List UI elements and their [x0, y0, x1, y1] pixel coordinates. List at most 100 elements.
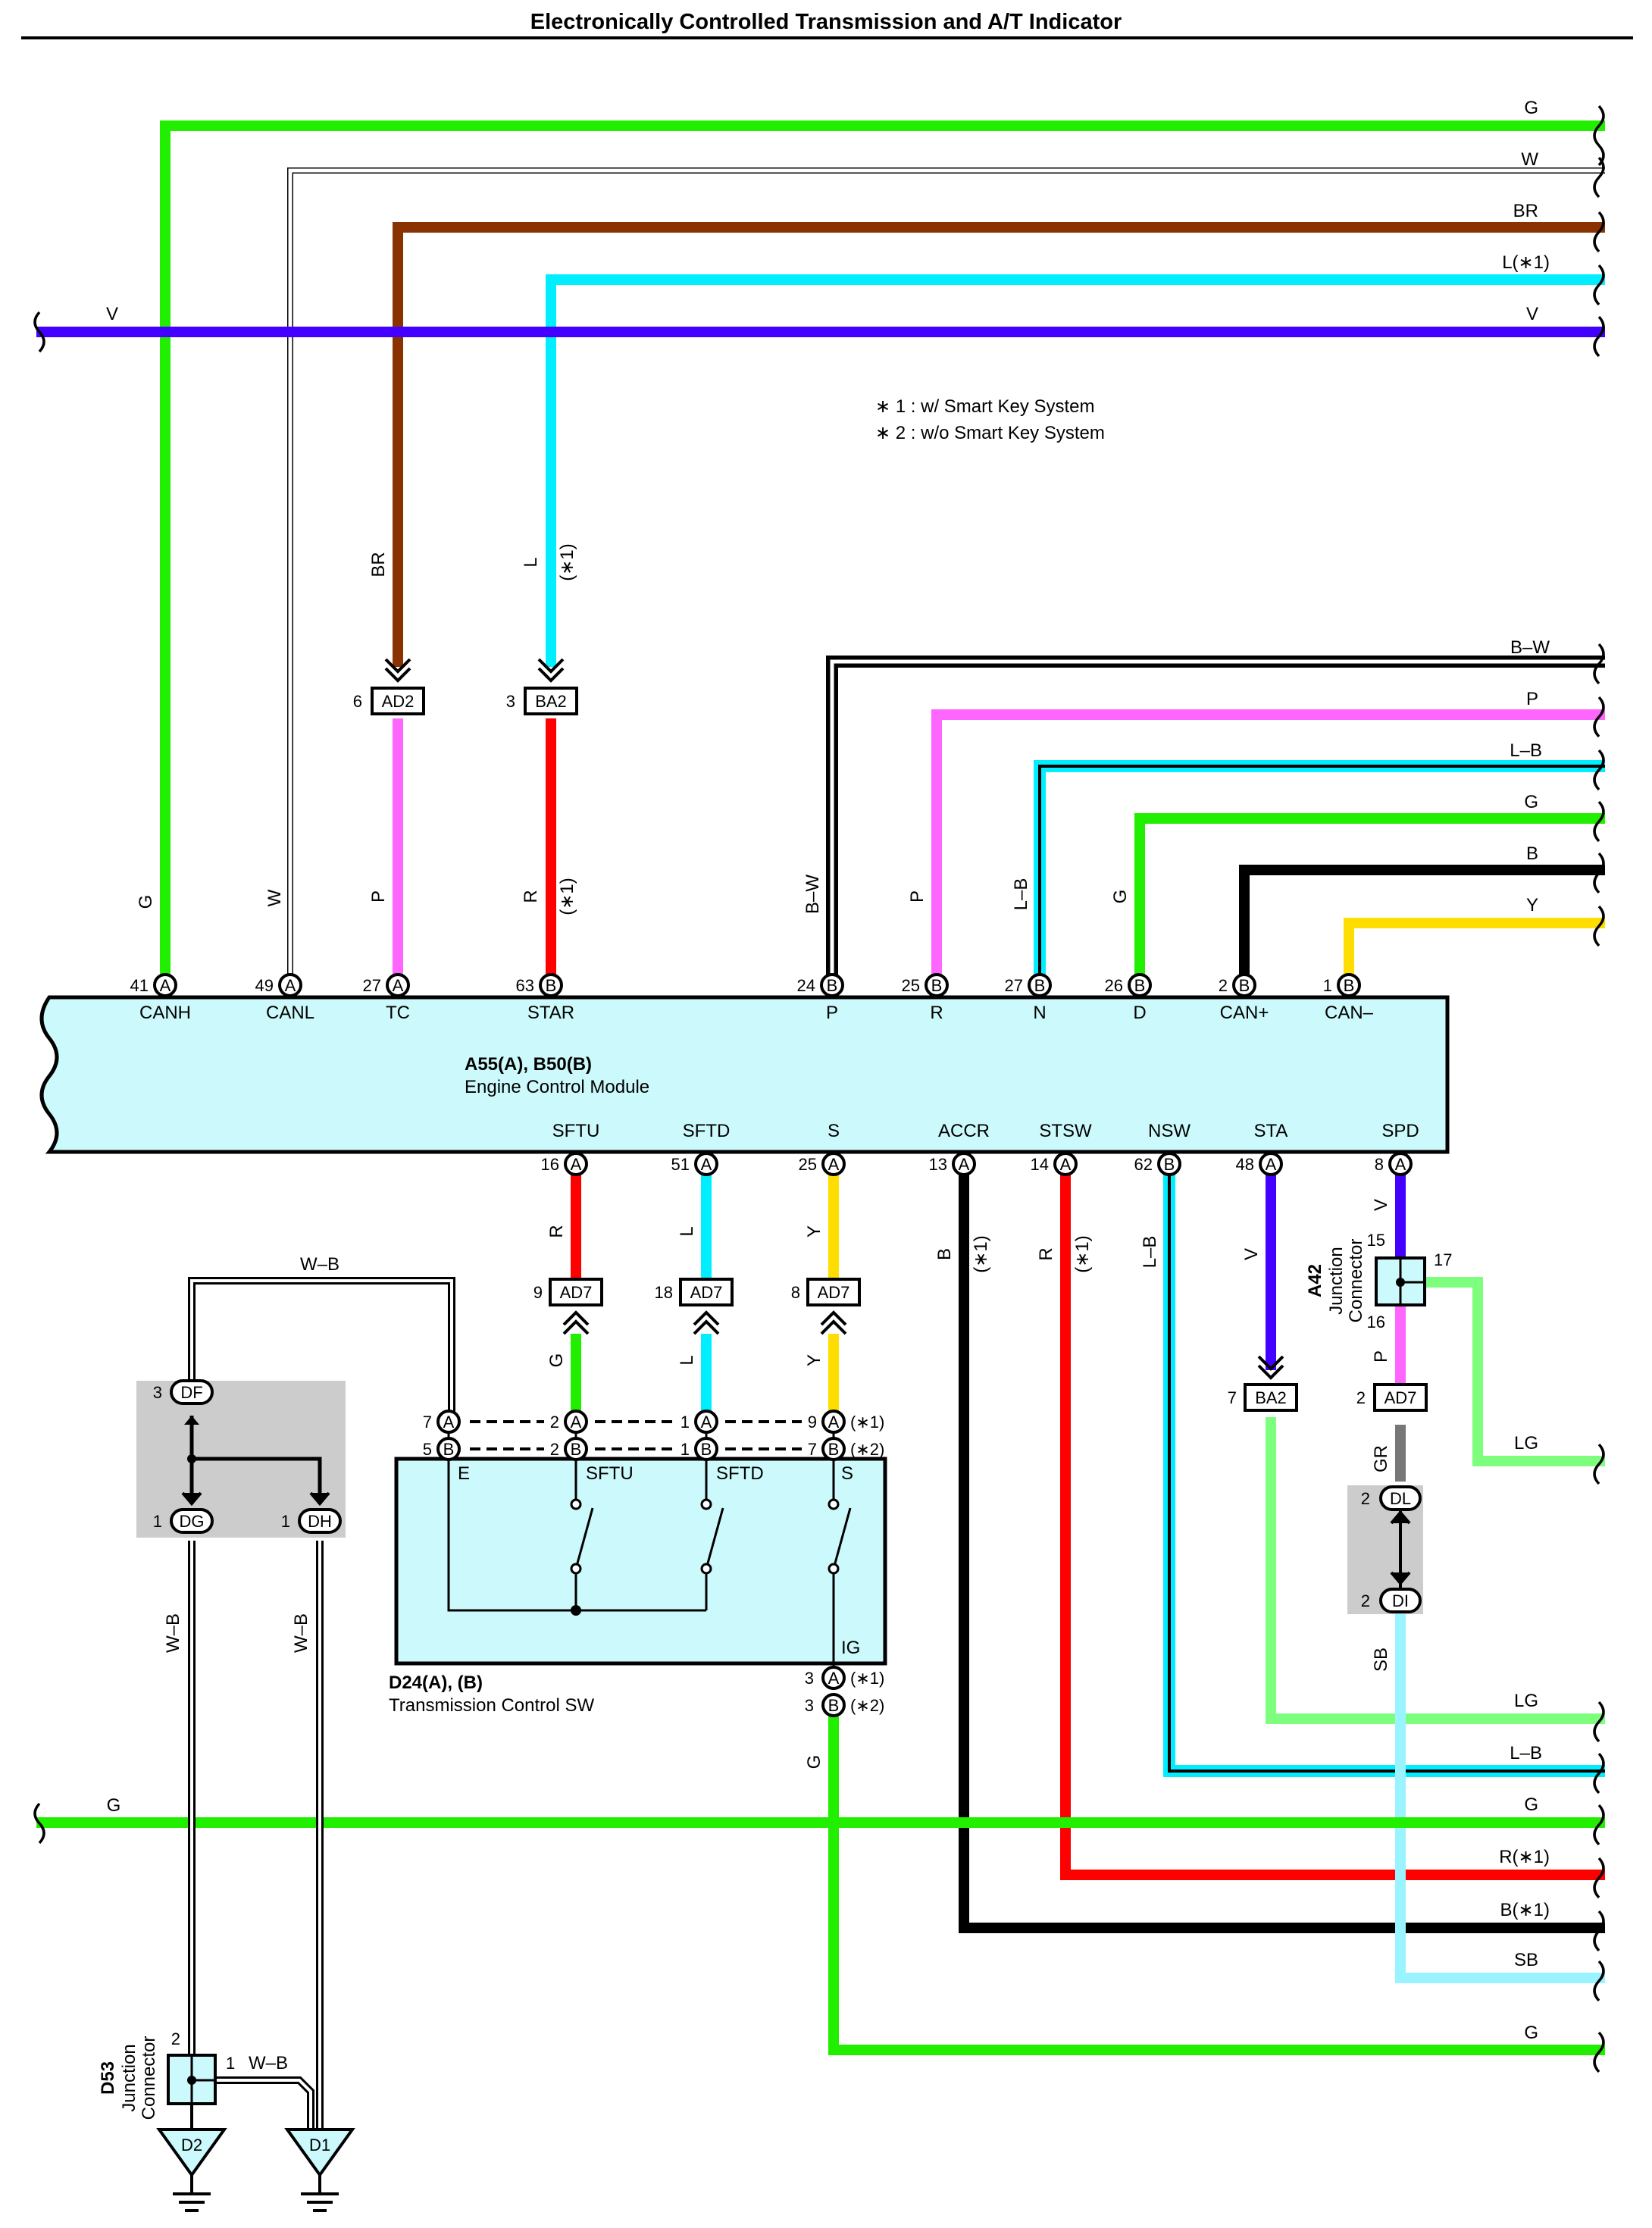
tcs-pin-b-3: B7	[808, 1437, 846, 1461]
tcs-pin-b-1-num: 2	[550, 1440, 559, 1459]
ecm-top-pin-3-num: 63	[516, 976, 534, 995]
a42-name1: Junction	[1326, 1247, 1347, 1314]
tcs-pin-a-3-num: 9	[808, 1413, 817, 1432]
vlabel-star: R	[521, 890, 541, 903]
a42-name2: Connector	[1346, 1239, 1366, 1323]
ecm-bottom-pins: A16SFTUA51SFTDA25SA13ACCRA14STSWB62NSWA4…	[541, 1121, 1419, 1176]
vlabel-stsw: R	[1036, 1247, 1056, 1260]
wire-sb	[1395, 1612, 1605, 1983]
d53-pin-right: 1	[226, 2054, 235, 2073]
tcs-pin-a-0-num: 7	[423, 1413, 432, 1432]
tcs-pin-a-1: A2	[550, 1410, 588, 1434]
ecm-top-pin-8-name: CAN+	[1220, 1003, 1269, 1023]
ecm-bottom-pin-2-name: S	[828, 1121, 840, 1141]
ecm-box	[39, 995, 1450, 1154]
dg-id: DG	[180, 1512, 205, 1531]
ecm-top-pin-9-name: CAN–	[1325, 1003, 1374, 1023]
a42-ref: A42	[1305, 1264, 1325, 1297]
wire-b-accr	[959, 1167, 1605, 1933]
tcs-pin-b-0-num: 5	[423, 1440, 432, 1459]
dh-id: DH	[308, 1512, 332, 1531]
dl-id: DL	[1390, 1489, 1411, 1508]
ecm-top-pin-3-name: STAR	[527, 1003, 574, 1023]
tcs-ref: D24(A), (B)	[389, 1673, 483, 1693]
wire-lg-ba2	[1266, 1417, 1605, 1724]
ground-d2: D2	[156, 2128, 227, 2212]
di-id: DI	[1392, 1591, 1409, 1610]
tcs-pin-b-1: B2	[550, 1437, 588, 1461]
ecm-bottom-pin-0-name: SFTU	[552, 1121, 600, 1141]
wire-lg-17	[1425, 1277, 1605, 1466]
right-wire-labels-bottom: LG L–B G R(∗1) B(∗1) SB G	[1499, 1691, 1550, 2043]
ig-conn-a: A	[828, 1669, 840, 1688]
tcs-pin-a-2: A1	[681, 1410, 718, 1434]
ecm-top-pin-2-num: 27	[363, 976, 381, 995]
vlabel-star-note: (∗1)	[557, 878, 577, 915]
ecm-bottom-pin-2-num: 25	[799, 1155, 817, 1174]
ecm-bottom-pin-7-conn: A	[1395, 1155, 1406, 1174]
tcs-pin-b-2-circle	[694, 1437, 718, 1461]
ecm-top-pin-8-circle	[1232, 973, 1256, 997]
ecm-top-pin-2-conn: A	[393, 976, 404, 995]
vlabel-br: BR	[368, 552, 389, 577]
note-1: ∗ 1 : w/ Smart Key System	[875, 396, 1095, 417]
ad7-sftu-id: AD7	[560, 1283, 593, 1302]
di-pin: 2	[1361, 1591, 1370, 1610]
ecm-bottom-pin-7-num: 8	[1375, 1155, 1384, 1174]
llabel-v: V	[106, 304, 118, 324]
ecm-bottom-pin-4-conn: A	[1060, 1155, 1072, 1174]
rlabel-b2: B(∗1)	[1500, 1900, 1550, 1920]
tcs-pin-b-2-num: 1	[681, 1440, 690, 1459]
tcs-pin-b-0: B5	[423, 1437, 461, 1461]
vlabel-s: Y	[804, 1225, 824, 1238]
ad7-spd-pin: 2	[1356, 1388, 1366, 1407]
wire-p-r	[931, 709, 1605, 985]
dl-di-group: DL 2 DI 2	[1347, 1485, 1423, 1614]
rlabel-y: Y	[1526, 895, 1538, 915]
ecm-top-pin-2-circle	[386, 973, 410, 997]
rlabel-bw: B–W	[1510, 637, 1550, 658]
vlabel-wb-dh: W–B	[291, 1613, 311, 1653]
ecm-top-pin-5-circle	[925, 973, 949, 997]
junction-a42: 15 17 16 A42 Junction Connector	[1305, 1231, 1452, 1331]
junction-d53: 2 1 W–B D53 Junction Connector	[98, 2029, 288, 2120]
vlabel-l: L	[521, 557, 541, 567]
ground-d2-id: D2	[181, 2136, 202, 2154]
ecm-top-pin-5-name: R	[930, 1003, 943, 1023]
vlabel-accr: B	[934, 1248, 955, 1260]
ecm-top-pin-9-conn: B	[1344, 976, 1355, 995]
ecm-top-pin-1-circle	[278, 973, 302, 997]
ecm-bottom-pin-1-name: SFTD	[683, 1121, 731, 1141]
ecm-top-pin-3-conn: B	[546, 976, 557, 995]
vlabel-tc: P	[368, 890, 389, 903]
a42-pin-down: 16	[1367, 1313, 1385, 1331]
vlabel-g-sftu: G	[546, 1353, 567, 1368]
rlabel-g2: G	[1524, 792, 1538, 812]
vlabel-p: B–W	[803, 875, 823, 914]
ecm-bottom-pin-2-circle	[821, 1152, 846, 1176]
d53-name1: Junction	[119, 2044, 139, 2111]
ecm-top-pin-5-conn: B	[931, 976, 943, 995]
ba2-pin: 3	[506, 692, 515, 711]
tcs-pin-a-3-conn: A	[828, 1413, 840, 1432]
ecm-top-pin-8-num: 2	[1219, 976, 1228, 995]
ecm-top-pin-1-conn: A	[285, 976, 296, 995]
right-wire-labels-top: G W BR L(∗1) V	[1502, 98, 1550, 324]
ecm-bottom-pin-6-num: 48	[1236, 1155, 1254, 1174]
ecm-bottom-pin-0-conn: A	[571, 1155, 582, 1174]
ecm-top-pin-0-name: CANH	[139, 1003, 191, 1023]
tcs-ig-pins: A 3 (∗1) B 3 (∗2)	[805, 1666, 884, 1717]
wire-lb-n	[1034, 760, 1605, 985]
ground-d1-id: D1	[309, 2136, 330, 2154]
ecm-bottom-pin-0-num: 16	[541, 1155, 559, 1174]
d53-wire-right: W–B	[249, 2053, 288, 2073]
ecm-top-pin-7-circle	[1128, 973, 1152, 997]
